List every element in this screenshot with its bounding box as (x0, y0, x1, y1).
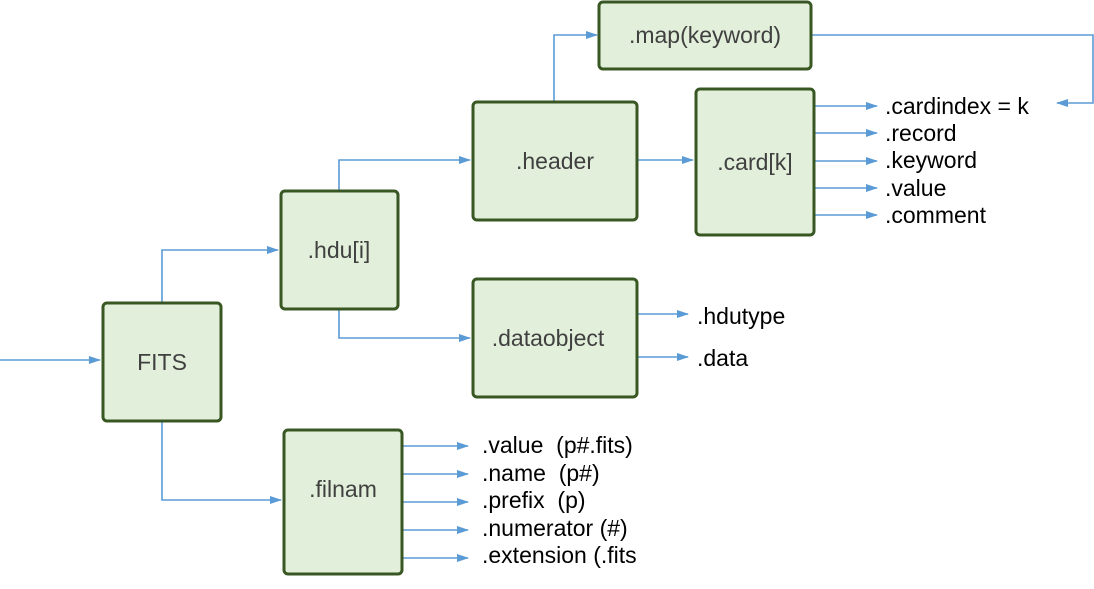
arrow-hdu-to-header (338, 156, 471, 190)
filnam-properties: .value (p#.fits) .name (p#) .prefix (p) … (482, 432, 637, 568)
filnam-property-numerator: .numerator (#) (482, 515, 628, 541)
card-property-comment: .comment (885, 202, 987, 228)
node-filnam-label: .filnam (309, 476, 377, 502)
node-card-label: .card[k] (717, 149, 792, 175)
node-hdu-label: .hdu[i] (308, 237, 371, 263)
node-fits-label: FITS (137, 349, 187, 375)
connectors (0, 31, 1094, 562)
node-card: .card[k] (694, 87, 816, 237)
arrow-fits-to-filnam (161, 422, 282, 504)
filnam-property-value: .value (p#.fits) (482, 432, 633, 458)
node-fits: FITS (101, 301, 223, 423)
filnam-property-name: .name (p#) (482, 460, 600, 486)
node-map: .map(keyword) (597, 0, 813, 71)
card-property-cardindex: .cardindex = k (885, 93, 1029, 119)
dataobject-property-hdutype: .hdutype (697, 303, 785, 329)
card-property-keyword: .keyword (885, 147, 977, 173)
node-header-label: .header (516, 148, 594, 174)
node-hdu: .hdu[i] (279, 189, 400, 311)
card-properties: .cardindex = k .record .keyword .value .… (885, 93, 1029, 228)
dataobject-property-data: .data (697, 345, 748, 371)
node-header: .header (471, 100, 639, 222)
arrow-map-to-cardindex (812, 34, 1094, 107)
filnam-property-prefix: .prefix (p) (482, 487, 586, 513)
card-property-value: .value (885, 175, 946, 201)
card-property-record: .record (885, 120, 957, 146)
arrow-hdu-to-dataobject (338, 310, 471, 342)
arrow-fits-to-hdu (161, 246, 279, 302)
node-filnam: .filnam (282, 428, 404, 576)
node-dataobject-label: .dataobject (492, 325, 605, 351)
filnam-property-extension: .extension (.fits (482, 542, 637, 568)
dataobject-properties: .hdutype .data (697, 303, 785, 371)
arrow-header-to-map (553, 31, 598, 101)
node-dataobject: .dataobject (471, 277, 639, 399)
node-map-label: .map(keyword) (629, 22, 781, 48)
